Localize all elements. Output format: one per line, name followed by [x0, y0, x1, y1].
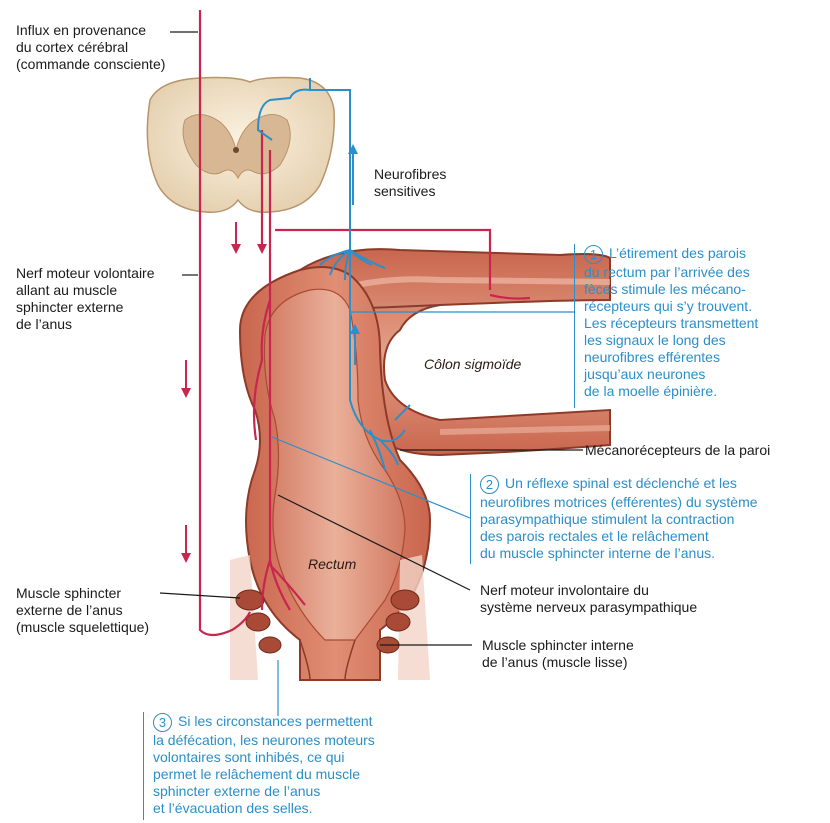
step-2-number: 2 [480, 475, 499, 494]
step-1-number: 1 [584, 245, 603, 264]
step-2-text: Un réflexe spinal est déclenché et les n… [480, 475, 758, 561]
step-1-text: L’étirement des parois du rectum par l’a… [584, 245, 758, 399]
label-involuntary-motor-nerve: Nerf moteur involontaire du système nerv… [480, 582, 697, 616]
label-mechanoreceptors: Mécanorécepteurs de la paroi [585, 442, 770, 459]
step-3-bracket [143, 712, 144, 820]
label-rectum: Rectum [308, 556, 356, 572]
label-internal-sphincter: Muscle sphincter interne de l’anus (musc… [482, 637, 634, 671]
label-sigmoid-colon: Côlon sigmoïde [424, 356, 521, 372]
step-1-bracket [574, 244, 575, 408]
label-sensory-neurofibers: Neurofibres sensitives [374, 166, 446, 200]
label-external-sphincter: Muscle sphincter externe de l’anus (musc… [16, 585, 149, 636]
step-2-bracket [470, 474, 471, 564]
label-influx-cortex: Influx en provenance du cortex cérébral … [16, 22, 165, 73]
label-voluntary-motor-nerve: Nerf moteur volontaire allant au muscle … [16, 265, 155, 333]
step-3-text: Si les circonstances permettent la déféc… [153, 713, 375, 816]
spinal-cord-section [147, 78, 334, 213]
step-3-number: 3 [153, 713, 172, 732]
